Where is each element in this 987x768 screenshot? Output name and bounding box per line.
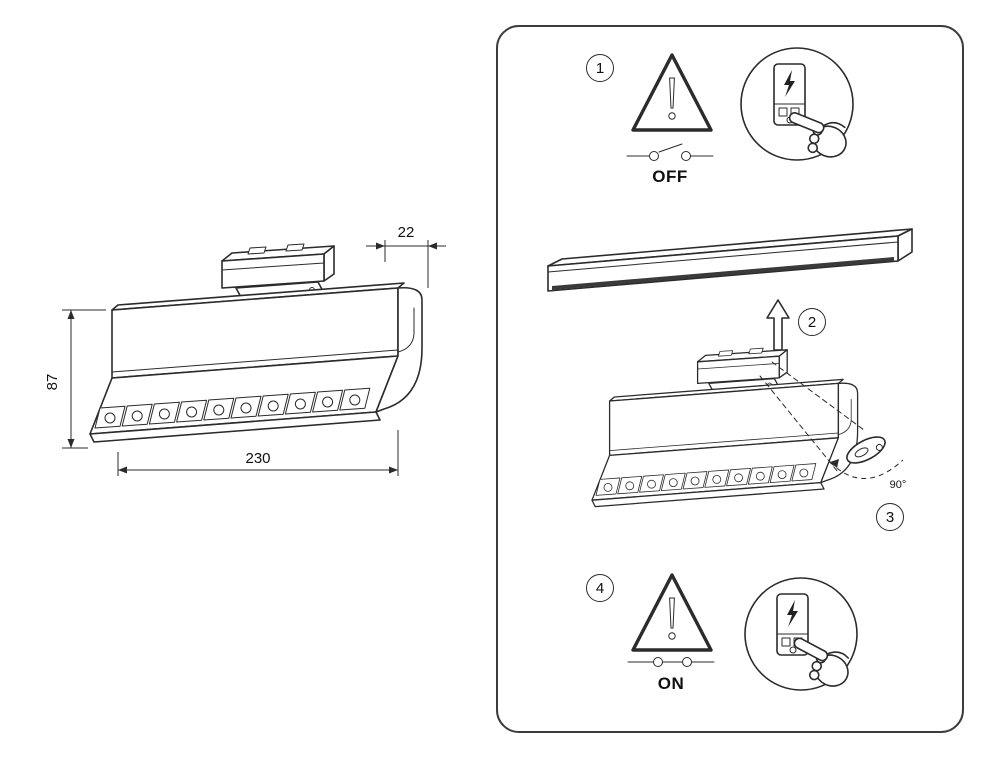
power-on-label: ON bbox=[658, 674, 685, 693]
warning-triangle-icon bbox=[631, 573, 713, 652]
breaker-off-illustration bbox=[740, 47, 854, 165]
warning-triangle-icon bbox=[631, 53, 713, 132]
power-off-label: OFF bbox=[652, 167, 688, 186]
step-3-number: 3 bbox=[886, 509, 894, 526]
dimension-height: 87 bbox=[44, 309, 106, 449]
step-2-marker bbox=[798, 308, 826, 336]
switch-on-icon bbox=[627, 657, 715, 667]
step-1-marker bbox=[586, 54, 614, 82]
step-1: 1 OFF bbox=[586, 47, 854, 186]
dimension-height-label: 87 bbox=[44, 374, 61, 391]
dimension-length-label: 230 bbox=[245, 450, 270, 467]
step-4: 4 ON bbox=[586, 573, 858, 694]
breaker-on-illustration bbox=[744, 577, 858, 694]
step-4-number: 4 bbox=[596, 580, 604, 597]
track-rail-illustration bbox=[547, 228, 913, 292]
switch-off-icon bbox=[626, 143, 714, 161]
step-4-marker bbox=[586, 574, 614, 602]
lock-lever-detail bbox=[846, 436, 886, 464]
step-3: 90° 3 bbox=[759, 361, 907, 531]
step-3-marker bbox=[876, 503, 904, 531]
insert-arrow-icon bbox=[766, 299, 790, 351]
dimension-depth: 22 bbox=[366, 224, 446, 288]
rotation-arc bbox=[829, 459, 904, 479]
instructions-panel: 1 OFF bbox=[496, 25, 964, 733]
rotation-angle-label: 90° bbox=[890, 479, 907, 491]
dimension-drawing: 87 230 22 bbox=[44, 224, 446, 476]
dimension-depth-label: 22 bbox=[398, 224, 415, 241]
step-2: 2 bbox=[547, 228, 913, 508]
fixture-illustration bbox=[89, 243, 423, 443]
step-1-number: 1 bbox=[596, 60, 604, 77]
dimension-length: 230 bbox=[117, 430, 399, 476]
step-2-number: 2 bbox=[808, 314, 816, 331]
